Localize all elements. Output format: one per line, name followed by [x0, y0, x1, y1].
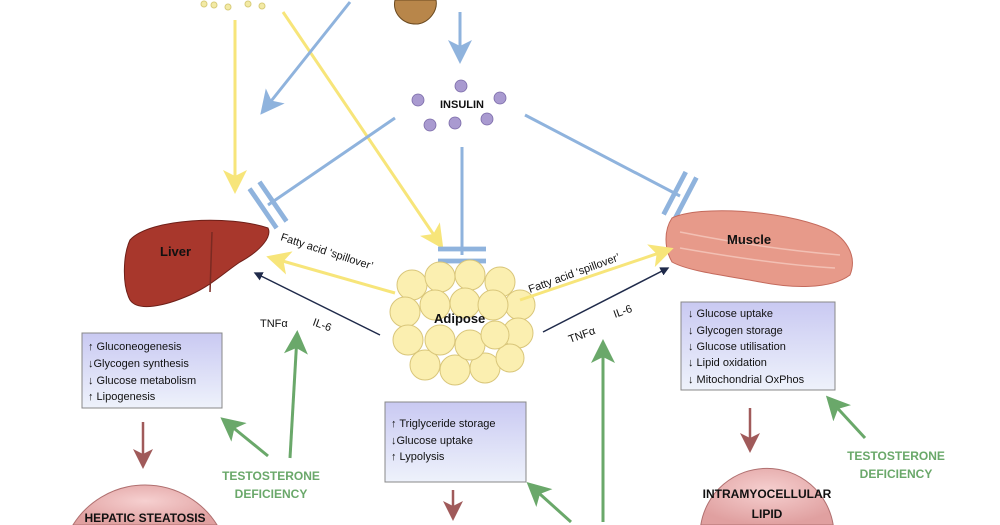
svg-text:HEPATIC STEATOSIS: HEPATIC STEATOSIS [84, 511, 205, 525]
insulin-label: INSULIN [440, 99, 484, 111]
glucose-dots [200, 0, 266, 11]
spillover-left-arrow [266, 251, 396, 295]
svg-text:↓ Glycogen storage: ↓ Glycogen storage [688, 325, 783, 337]
svg-text:↑ Lipogenesis: ↑ Lipogenesis [88, 391, 156, 403]
testosterone-right-line1: TESTOSTERONE [847, 449, 945, 463]
testosterone-to-muscle-box-arrow [825, 395, 867, 440]
svg-text:↑ Triglyceride storage: ↑ Triglyceride storage [391, 418, 496, 430]
il6-right-label: IL-6 [612, 303, 634, 321]
liver-label: Liver [160, 244, 191, 259]
il6-left-label: IL-6 [311, 317, 333, 335]
insulin-muscle-inhibition [524, 113, 699, 222]
testosterone-to-liver-box-arrow [220, 417, 269, 458]
svg-text:↓ Glucose metabolism: ↓ Glucose metabolism [88, 375, 196, 387]
testosterone-right-line2: DEFICIENCY [860, 467, 933, 481]
testosterone-left-line1: TESTOSTERONE [222, 469, 320, 483]
svg-text:↑ Gluconeogenesis: ↑ Gluconeogenesis [88, 341, 182, 353]
svg-text:↓Glycogen synthesis: ↓Glycogen synthesis [88, 358, 189, 370]
muscle-effects-box: ↓ Glucose uptake ↓ Glycogen storage ↓ Gl… [680, 301, 836, 391]
muscle-label: Muscle [727, 232, 771, 247]
insulin-molecules [411, 79, 507, 132]
testosterone-to-adipose-box-arrow [526, 481, 573, 524]
svg-text:↓ Lipid oxidation: ↓ Lipid oxidation [688, 357, 767, 369]
svg-text:↓ Mitochondrial OxPhos: ↓ Mitochondrial OxPhos [688, 374, 805, 386]
adipose-label: Adipose [434, 311, 485, 326]
liver-effects-box: ↑ Gluconeogenesis ↓Glycogen synthesis ↓ … [81, 332, 223, 409]
cytokine-right-arrow [542, 267, 670, 333]
tnf-left-label: TNFα [260, 318, 288, 330]
svg-text:↑ Lypolysis: ↑ Lypolysis [391, 451, 445, 463]
svg-text:↓ Glucose uptake: ↓ Glucose uptake [688, 308, 773, 320]
brain-to-liver-arrow [260, 1, 352, 115]
spillover-right-label: Fatty acid ‘spillover’ [527, 252, 622, 296]
glucose-to-adipose-arrow [281, 11, 444, 249]
testosterone-left-line2: DEFICIENCY [235, 487, 308, 501]
cytokine-left-arrow [253, 272, 381, 336]
svg-text:LIPID: LIPID [752, 507, 783, 521]
muscle-icon [665, 210, 853, 287]
svg-text:INTRAMYOCELLULAR: INTRAMYOCELLULAR [703, 487, 832, 501]
svg-text:↓ Glucose utilisation: ↓ Glucose utilisation [688, 341, 786, 353]
spillover-left-label: Fatty acid ‘spillover’ [279, 231, 374, 272]
hepatic-steatosis-outcome: HEPATIC STEATOSIS [72, 484, 218, 525]
intramyocellular-lipid-outcome: INTRAMYOCELLULAR LIPID [700, 467, 834, 525]
tnf-right-label: TNFα [567, 325, 598, 346]
spillover-right-arrow [519, 244, 674, 302]
liver-icon [123, 219, 270, 307]
adipose-effects-box: ↑ Triglyceride storage ↓Glucose uptake ↑… [384, 401, 527, 483]
insulin-liver-inhibition [247, 116, 396, 230]
svg-text:↓Glucose uptake: ↓Glucose uptake [391, 435, 473, 447]
testosterone-to-cytokine-left-arrow [283, 330, 308, 459]
pancreas-icon [393, 0, 437, 25]
